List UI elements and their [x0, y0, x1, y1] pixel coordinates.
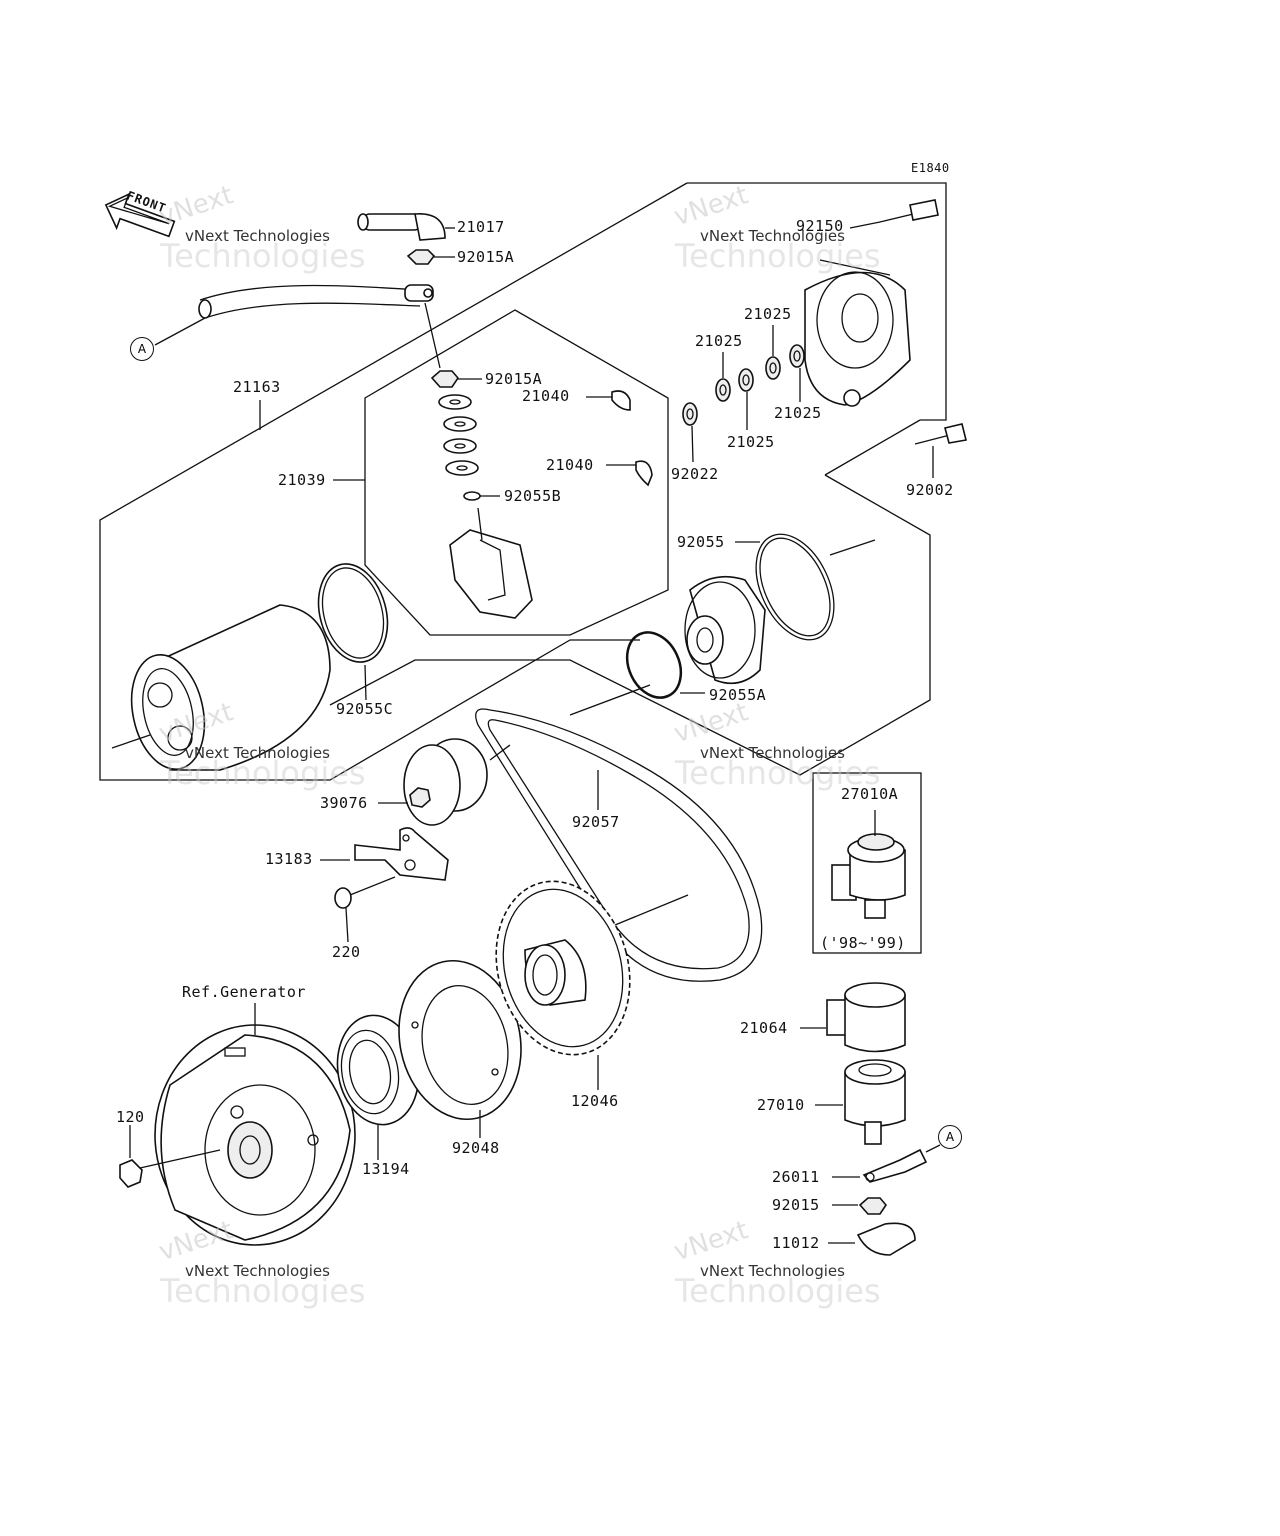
leader-lines: [259, 400, 365, 481]
part-label-21040[interactable]: 21040: [522, 387, 570, 405]
generator-rotor: [154, 1003, 356, 1246]
part-27010-starter-relay: [815, 1059, 906, 1145]
part-label-27010[interactable]: 27010: [757, 1096, 805, 1114]
part-label-220[interactable]: 220: [332, 943, 361, 961]
part-label-92055C[interactable]: 92055C: [336, 700, 394, 718]
part-92055-o-ring: [755, 533, 835, 641]
part-92015-nut: [832, 1197, 888, 1215]
part-label-92015[interactable]: 92015: [772, 1196, 820, 1214]
part-label-92015A[interactable]: 92015A: [485, 370, 543, 388]
brush-holder-outline: [364, 309, 669, 636]
starter-motor-yoke: [111, 604, 331, 771]
part-92150-bolt: [849, 199, 939, 229]
diagram-code: E1840: [911, 161, 950, 175]
watermark: vNext vNext Technologies Technologies: [155, 180, 366, 275]
part-11012-cap: [828, 1222, 916, 1256]
part-label-26011[interactable]: 26011: [772, 1168, 820, 1186]
reference-note: Ref.Generator: [182, 983, 306, 1001]
part-220-screw: [334, 876, 396, 943]
part-label-92150[interactable]: 92150: [796, 217, 844, 235]
part-label-11012[interactable]: 11012: [772, 1234, 820, 1252]
part-label-21025[interactable]: 21025: [727, 433, 775, 451]
starter-gear-housing: [684, 575, 766, 685]
part-label-21025[interactable]: 21025: [744, 305, 792, 323]
watermark: vNext vNext Technologies Technologies: [155, 697, 366, 792]
part-label-12046[interactable]: 12046: [571, 1092, 619, 1110]
part-21017-terminal-boot: [357, 213, 455, 241]
part-13183-bracket: [320, 827, 449, 881]
watermark: vNext vNext Technologies Technologies: [670, 180, 881, 275]
part-label-21025[interactable]: 21025: [695, 332, 743, 350]
part-label-21064[interactable]: 21064: [740, 1019, 788, 1037]
part-92002-bolt: [914, 423, 967, 478]
part-label-13194[interactable]: 13194: [362, 1160, 410, 1178]
part-label-39076[interactable]: 39076: [320, 794, 368, 812]
part-21064-cover: [800, 982, 906, 1053]
switch-27010A-frame: [812, 772, 922, 954]
part-label-92015A[interactable]: 92015A: [457, 248, 515, 266]
part-27010A-starter-switch: [831, 810, 906, 919]
part-label-92055B[interactable]: 92055B: [504, 487, 562, 505]
part-92015A-nut-top: [406, 249, 455, 265]
connector-marker-a-relay: A: [938, 1125, 962, 1149]
part-label-92002[interactable]: 92002: [906, 481, 954, 499]
part-21025-washers: [682, 325, 805, 463]
part-12046-starter-gear: [495, 880, 631, 1090]
year-note: ('98~'99): [820, 934, 906, 952]
connector-marker-a-cable: A: [130, 337, 154, 361]
part-label-92055[interactable]: 92055: [677, 533, 725, 551]
battery-cable: [154, 284, 441, 369]
starter-end-cover: [804, 259, 911, 407]
part-120-bolt: [119, 1125, 221, 1188]
part-label-27010A[interactable]: 27010A: [841, 785, 899, 803]
starter-assembly-outline: [99, 182, 947, 781]
part-92055A-o-ring: [625, 631, 683, 699]
watermark: vNext vNext Technologies Technologies: [155, 1215, 366, 1310]
brush-holder-parts: [430, 370, 653, 619]
part-label-21163[interactable]: 21163: [233, 378, 281, 396]
part-92055C-o-ring: [317, 563, 389, 663]
part-label-21017[interactable]: 21017: [457, 218, 505, 236]
part-label-92057[interactable]: 92057: [572, 813, 620, 831]
part-label-21025[interactable]: 21025: [774, 404, 822, 422]
front-arrow-icon: [104, 192, 176, 238]
part-26011-lead: [832, 1144, 941, 1183]
part-39076-idler-gear: [378, 738, 488, 826]
part-label-92022[interactable]: 92022: [671, 465, 719, 483]
part-92048-ring: [398, 959, 522, 1138]
part-label-21040[interactable]: 21040: [546, 456, 594, 474]
watermark: vNext vNext Technologies Technologies: [670, 697, 881, 792]
watermark: vNext vNext Technologies Technologies: [670, 1215, 881, 1310]
part-label-92055A[interactable]: 92055A: [709, 686, 767, 704]
part-label-13183[interactable]: 13183: [265, 850, 313, 868]
part-label-21039[interactable]: 21039: [278, 471, 326, 489]
part-label-120[interactable]: 120: [116, 1108, 145, 1126]
part-label-92048[interactable]: 92048: [452, 1139, 500, 1157]
